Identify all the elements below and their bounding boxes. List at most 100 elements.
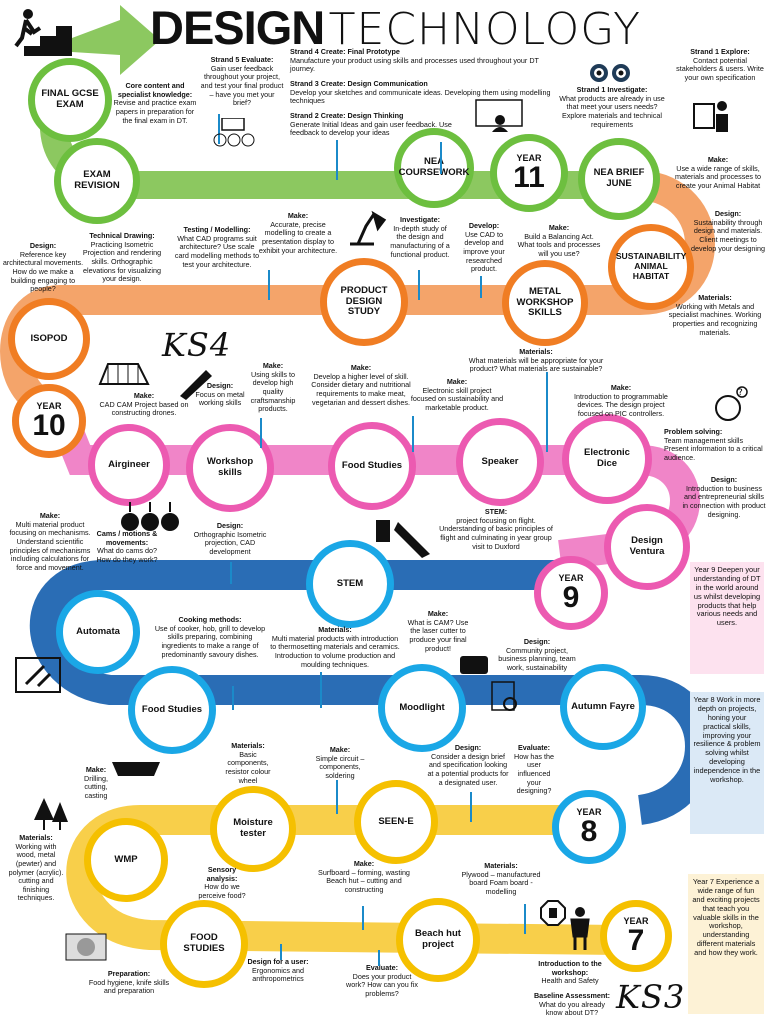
- food-studies-7-circle[interactable]: FOOD STUDIES: [160, 900, 248, 988]
- food-studies-label: FOOD STUDIES: [183, 932, 225, 954]
- note-design-ortho: Design:Orthographic Isometric projection…: [190, 521, 270, 557]
- note-body: Gain user feedback throughout your proje…: [200, 63, 284, 108]
- isopod-circle[interactable]: ISOPOD: [8, 298, 90, 380]
- note-head: Make:: [446, 377, 468, 386]
- design-ventura-circle[interactable]: Design Ventura: [604, 504, 690, 590]
- note-head: Materials:: [318, 625, 352, 634]
- connector-pin: [378, 950, 380, 966]
- worker-icon: [568, 906, 592, 955]
- note-head: Design:: [454, 743, 482, 752]
- year-8-circle[interactable]: YEAR 8: [552, 790, 626, 864]
- note-materials-ply: Materials:Plywood – manufactured board F…: [456, 861, 546, 897]
- airgineer-circle[interactable]: Airgineer: [88, 424, 170, 506]
- building-icon: [98, 356, 150, 391]
- food-studies-10-circle[interactable]: Food Studies: [328, 422, 416, 510]
- moisture-tester-circle[interactable]: Moisture tester: [210, 786, 296, 872]
- exam-revision-circle[interactable]: EXAM REVISION: [54, 138, 140, 224]
- note-head: Baseline Assessment:: [533, 991, 611, 1000]
- beach-hut-circle[interactable]: Beach hut project: [396, 898, 480, 982]
- year-10-circle[interactable]: YEAR 10: [12, 384, 86, 458]
- note-body: Multi material products with introductio…: [270, 633, 400, 669]
- tool-icon: [176, 360, 216, 405]
- note-head: Strand 3 Create: Design Communication: [290, 79, 428, 88]
- note-make-accurate: Make:Accurate, precise modelling to crea…: [258, 211, 338, 255]
- note-head: Design:: [206, 381, 234, 390]
- note-body: Community project, business planning, te…: [498, 645, 576, 672]
- note-body: Contact potential stakeholders & users. …: [676, 55, 764, 82]
- note-body: Surfboard – forming, wasting Beach hut –…: [318, 867, 410, 894]
- idea-head-icon: ?: [708, 384, 752, 429]
- note-head: Cams / motions & movements:: [96, 529, 158, 547]
- note-preparation: Preparation:Food hygiene, knife skills a…: [84, 969, 174, 996]
- moodlight-circle[interactable]: Moodlight: [378, 664, 466, 752]
- connector-pin: [480, 276, 482, 298]
- stem-circle[interactable]: STEM: [306, 540, 394, 628]
- note-body: Food hygiene, knife skills and preparati…: [88, 977, 170, 996]
- note-body: Use a wide range of skills, materials an…: [675, 163, 761, 190]
- note-head: Materials:: [484, 861, 518, 870]
- final-exam-label: FINAL GCSE EXAM: [41, 88, 99, 110]
- year-11-circle[interactable]: YEAR 11: [490, 134, 568, 212]
- note-body: What materials will be appropriate for y…: [468, 355, 604, 374]
- note-baseline: Baseline Assessment:What do you already …: [530, 991, 614, 1018]
- moodlight-label: Moodlight: [399, 701, 445, 713]
- note-head: Make:: [287, 211, 309, 220]
- title-bold: DESIGN: [150, 1, 325, 54]
- note-make-cad-cam: Make:CAD CAM Project based on constructi…: [98, 391, 190, 418]
- note-body: Accurate, precise modelling to create a …: [258, 219, 338, 255]
- product-design-label: PRODUCT DESIGN STUDY: [340, 284, 388, 318]
- year-7-circle[interactable]: YEAR 7: [600, 900, 672, 972]
- note-body: In-depth study of the design and manufac…: [390, 223, 450, 259]
- note-head: Design:: [216, 521, 244, 530]
- speaker-circle[interactable]: Speaker: [456, 418, 544, 506]
- speaker-label: Speaker: [481, 455, 519, 467]
- note-body: Working with Metals and specialist machi…: [668, 301, 762, 337]
- wmp-circle[interactable]: WMP: [84, 818, 168, 902]
- automata-circle[interactable]: Automata: [56, 590, 140, 674]
- note-body: Using skills to develop high quality cra…: [250, 369, 296, 414]
- workshop-skills-circle[interactable]: Workshop skills: [186, 424, 274, 512]
- note-materials-y11: Materials:Working with Metals and specia…: [664, 293, 766, 337]
- product-design-circle[interactable]: PRODUCT DESIGN STUDY: [320, 258, 408, 346]
- pliers-icon: [458, 650, 490, 681]
- note-make-cam: Make:What is CAM? Use the laser cutter t…: [404, 609, 472, 653]
- food-studies-label: Food Studies: [141, 703, 203, 715]
- wmp-label: WMP: [114, 853, 138, 865]
- note-sensory: Sensory analysis:How do we perceive food…: [192, 865, 252, 901]
- presenter-icon: [692, 98, 732, 139]
- seen-e-circle[interactable]: SEEN-E: [354, 780, 438, 864]
- sustainability-circle[interactable]: SUSTAINABILITY ANIMAL HABITAT: [608, 224, 694, 310]
- food-studies-8-circle[interactable]: Food Studies: [128, 666, 216, 754]
- note-head: Materials:: [19, 833, 53, 842]
- note-head: Design:: [714, 209, 742, 218]
- year-9-circle[interactable]: YEAR 9: [534, 556, 608, 630]
- year9-summary-box: Year 9 Deepen your understanding of DT i…: [690, 562, 764, 674]
- note-head: Design for a user:: [247, 957, 309, 966]
- note-head: Make:: [262, 361, 284, 370]
- electronic-dice-circle[interactable]: Electronic Dice: [562, 414, 652, 504]
- note-make-pic: Make:Introduction to programmable device…: [566, 383, 676, 419]
- note-body: Orthographic Isometric projection, CAD d…: [193, 529, 267, 556]
- year-number: 8: [580, 814, 598, 848]
- note-design-brief: Design:Consider a design brief and speci…: [426, 743, 510, 787]
- note-head: Make:: [85, 765, 107, 774]
- metal-workshop-circle[interactable]: METAL WORKSHOP SKILLS: [502, 260, 588, 346]
- final-gcse-exam-circle[interactable]: FINAL GCSE EXAM: [28, 58, 112, 142]
- note-head: Strand 2 Create: Design Thinking: [290, 111, 404, 120]
- sewing-machine-icon: [374, 516, 432, 565]
- note-body: Manufacture your product using skills an…: [290, 55, 539, 74]
- note-core-content: Core content and specialist knowledge:Re…: [112, 81, 198, 125]
- note-develop: Develop:Use CAD to develop and improve y…: [456, 221, 512, 274]
- note-head: Design:: [29, 241, 57, 250]
- feedback-faces-icon: [212, 117, 256, 153]
- nea-coursework-circle[interactable]: NEA COURSEWORK: [394, 128, 474, 208]
- nea-brief-circle[interactable]: NEA BRIEF JUNE: [578, 138, 660, 220]
- note-head: Materials:: [698, 293, 732, 302]
- connector-pin: [260, 418, 262, 448]
- note-head: Strand 1 Investigate:: [576, 85, 648, 94]
- note-head: Introduction to the workshop:: [538, 959, 602, 977]
- autumn-fayre-circle[interactable]: Autumn Fayre: [560, 664, 646, 750]
- ks3-label: KS3: [616, 978, 686, 1016]
- note-head: Make:: [707, 155, 729, 164]
